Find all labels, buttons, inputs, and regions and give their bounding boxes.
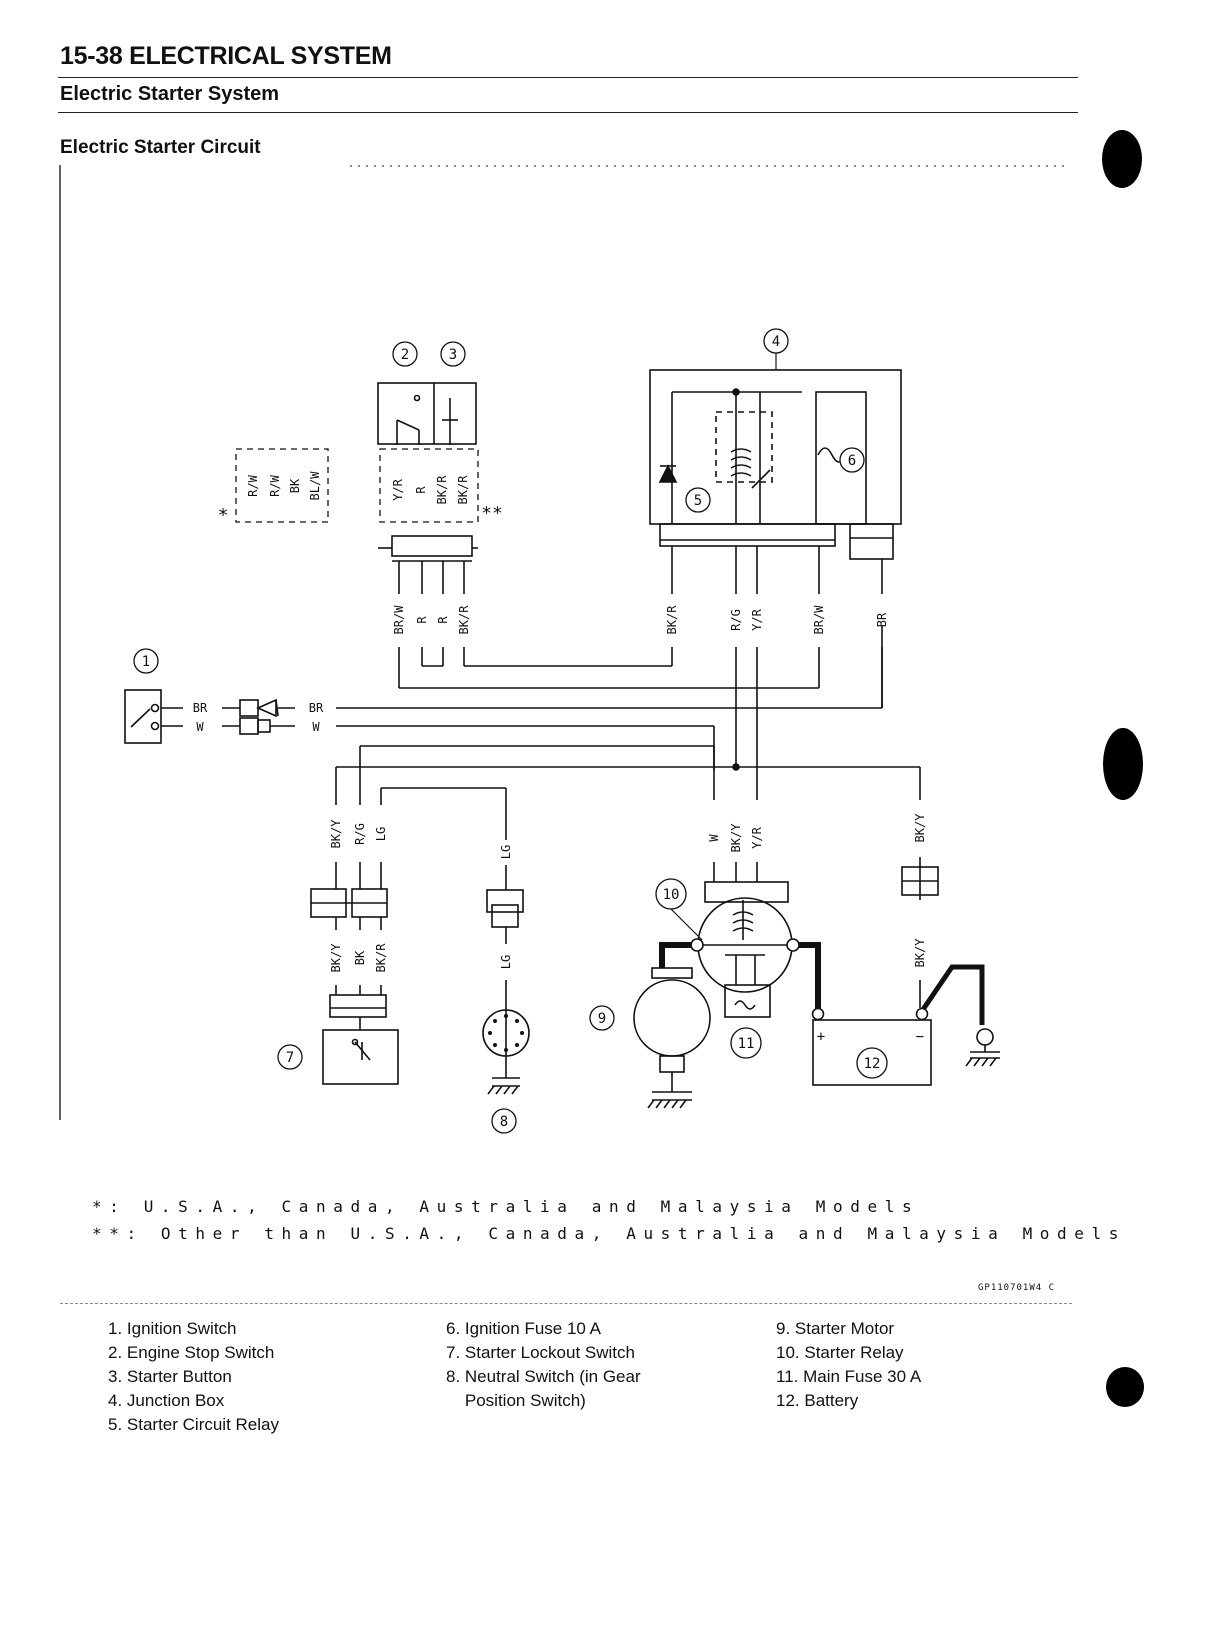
- wire-label-r-harness-2: R: [436, 616, 450, 624]
- wire-label-br-w-harness: BR/W: [392, 605, 406, 635]
- note-double-star: **: Other than U.S.A., Canada, Australia…: [92, 1224, 1126, 1243]
- wire-label-y-r-jb: Y/R: [750, 608, 764, 630]
- wire-label-bk-y-upper: BK/Y: [913, 813, 927, 843]
- figure-bottom-rule: [60, 1303, 1072, 1304]
- callout-7: [277, 1044, 303, 1070]
- wire-label-bk-r-harness: BK/R: [457, 605, 471, 635]
- legend-item: 3. Starter Button: [108, 1367, 232, 1386]
- wire-label-bl-w: BL/W: [308, 471, 322, 501]
- alt-connector-outline: [235, 448, 479, 523]
- legend-column-1: 1. Ignition Switch 2. Engine Stop Switch…: [108, 1317, 279, 1437]
- legend-item: 7. Starter Lockout Switch: [446, 1343, 635, 1362]
- legend-column-3: 9. Starter Motor 10. Starter Relay 11. M…: [776, 1317, 921, 1413]
- wire-label-w-a: W: [196, 720, 204, 734]
- callout-12-label: 12: [864, 1056, 881, 1072]
- callout-1: [133, 648, 159, 674]
- wire-label-lg-lockout: LG: [374, 827, 388, 841]
- battery-minus: −: [916, 1029, 924, 1045]
- binder-hole-bottom: [1106, 1367, 1144, 1407]
- wire-label-bk-switch: BK: [353, 950, 367, 965]
- callout-2: [392, 341, 418, 367]
- double-star-marker: **: [481, 503, 503, 524]
- wire-label-w-b: W: [312, 720, 320, 734]
- section-title: Electric Starter Circuit: [60, 137, 261, 158]
- binder-hole-middle: [1103, 728, 1143, 800]
- wire-label-bk-y-relay: BK/Y: [729, 823, 743, 853]
- legend-item: 12. Battery: [776, 1391, 859, 1410]
- callout-4-label: 4: [772, 334, 780, 350]
- callout-10-label: 10: [663, 887, 680, 903]
- page-title: 15-38 ELECTRICAL SYSTEM: [60, 42, 392, 70]
- starter-motor-body: [633, 979, 711, 1057]
- lockout-switch-box: [322, 1029, 399, 1085]
- callout-7-label: 7: [286, 1050, 294, 1066]
- wire-label-bk: BK: [288, 478, 302, 493]
- callout-9: [589, 1005, 615, 1031]
- callout-11: [730, 1027, 762, 1059]
- wire-label-br-b: BR: [309, 701, 324, 715]
- legend-item: 9. Starter Motor: [776, 1319, 895, 1338]
- callout-5-label: 5: [694, 493, 702, 509]
- wire-label-r-g-jb: R/G: [729, 609, 743, 631]
- legend-column-2: 6. Ignition Fuse 10 A 7. Starter Lockout…: [446, 1317, 641, 1413]
- wire-label-y-r-relay: Y/R: [750, 826, 764, 848]
- wire-label-br-w-jb: BR/W: [812, 605, 826, 635]
- wire-label-br-jb: BR: [875, 612, 889, 627]
- wire-label-r-sw: R: [414, 486, 428, 494]
- callout-6-label: 6: [848, 453, 856, 469]
- wire-label-y-r-sw: Y/R: [391, 478, 405, 500]
- legend-item: 6. Ignition Fuse 10 A: [446, 1319, 601, 1338]
- legend-item: 4. Junction Box: [108, 1391, 225, 1410]
- legend-item: 8. Neutral Switch (in Gear: [446, 1367, 641, 1386]
- wire-label-bk-r-switch: BK/R: [374, 943, 388, 973]
- callout-2-label: 2: [401, 347, 409, 363]
- callout-6: [839, 447, 865, 473]
- callout-12: [856, 1047, 888, 1079]
- page-subtitle: Electric Starter System: [60, 83, 280, 105]
- legend-item: 10. Starter Relay: [776, 1343, 904, 1362]
- wire-label-br-a: BR: [193, 701, 208, 715]
- subheader-rule: [58, 112, 1078, 113]
- wire-label-bk-y-switch: BK/Y: [329, 943, 343, 973]
- wire-label-bk-y-lockout: BK/Y: [329, 819, 343, 849]
- wire-label-lg-neutral-top: LG: [499, 845, 513, 859]
- main-fuse-box: [724, 984, 771, 1018]
- legend-item: 5. Starter Circuit Relay: [108, 1415, 279, 1434]
- callout-3-label: 3: [449, 347, 457, 363]
- wire-label-bk-r-jb: BK/R: [665, 605, 679, 635]
- star-marker: *: [218, 505, 229, 526]
- wire-label-bk-y-lower: BK/Y: [913, 938, 927, 968]
- legend-item: 1. Ignition Switch: [108, 1319, 237, 1338]
- callout-3: [440, 341, 466, 367]
- legend-item: 11. Main Fuse 30 A: [776, 1367, 922, 1386]
- callout-8-label: 8: [500, 1114, 508, 1130]
- handlebar-switch-box: [377, 382, 477, 445]
- callout-8: [491, 1108, 517, 1134]
- callout-1-label: 1: [142, 654, 150, 670]
- wire-label-bk-r-sw1: BK/R: [435, 475, 449, 505]
- callout-5: [685, 487, 711, 513]
- binder-hole-top: [1102, 130, 1142, 188]
- legend-item: Position Switch): [446, 1391, 586, 1410]
- battery-box: [812, 1019, 932, 1086]
- wire-label-r-w-2: R/W: [268, 474, 282, 496]
- legend-item: 2. Engine Stop Switch: [108, 1343, 275, 1362]
- wire-label-bk-r-sw2: BK/R: [456, 475, 470, 505]
- ignition-switch-box: [124, 689, 162, 744]
- battery-plus: +: [817, 1029, 825, 1045]
- callout-9-label: 9: [598, 1011, 606, 1027]
- wire-label-r-g-lockout: R/G: [353, 823, 367, 845]
- note-star: *: U.S.A., Canada, Australia and Malaysi…: [92, 1197, 920, 1216]
- wire-label-w-relay: W: [707, 834, 721, 842]
- header-rule: [58, 77, 1078, 78]
- figure-code: GP110701W4 C: [978, 1283, 1056, 1293]
- wire-label-r-harness-1: R: [415, 616, 429, 624]
- callout-11-label: 11: [738, 1036, 755, 1052]
- wire-label-r-w-1: R/W: [246, 474, 260, 496]
- wire-label-lg-neutral-bottom: LG: [499, 955, 513, 969]
